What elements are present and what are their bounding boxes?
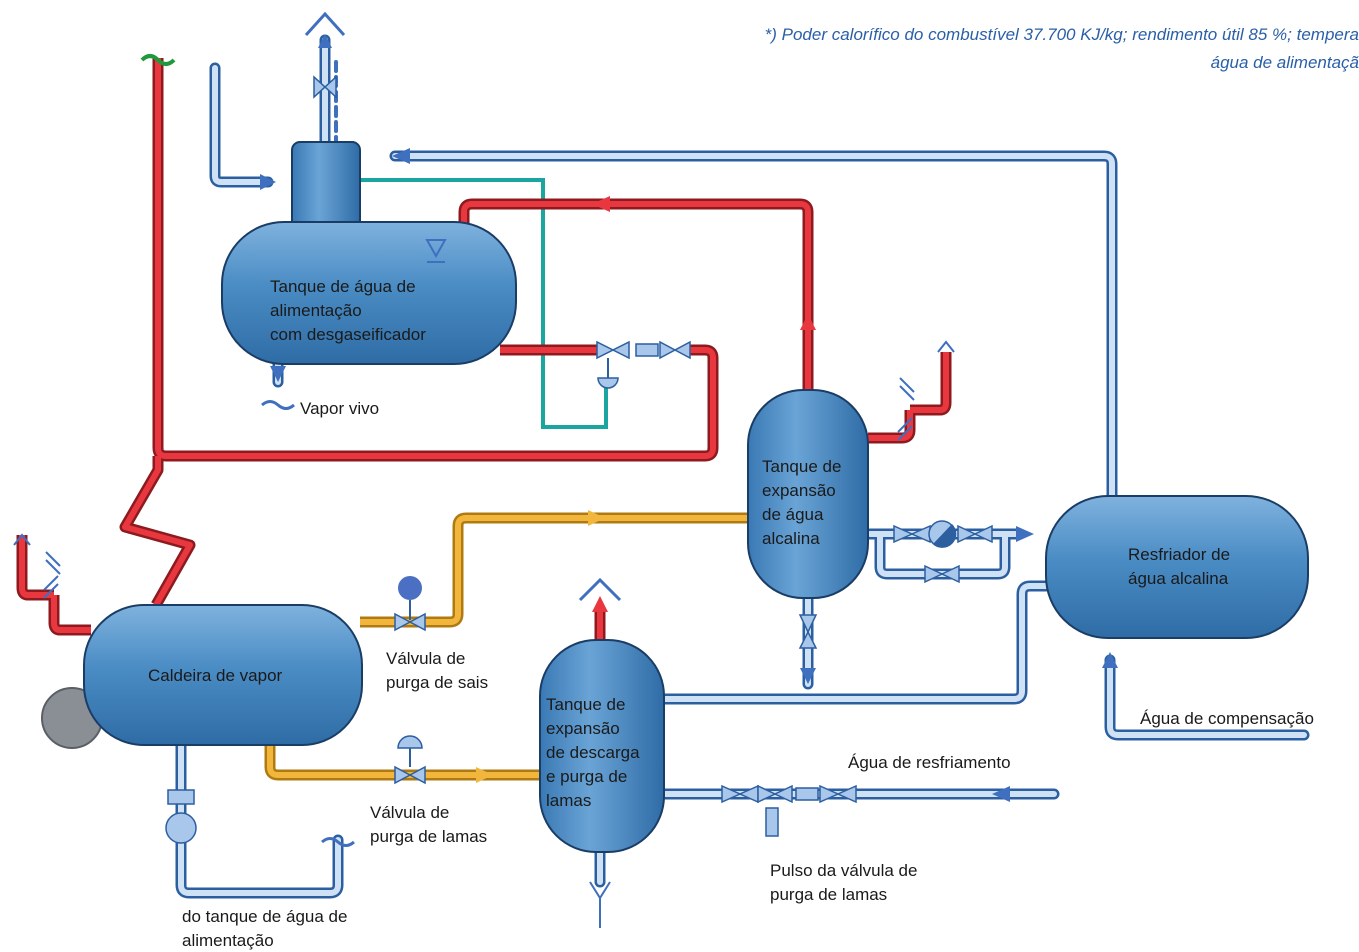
actuators [397, 358, 957, 767]
salt-valve-label-1: Válvula de [386, 649, 465, 668]
cooler-label-1: Resfriador de [1128, 545, 1230, 564]
sludge-valve-label-1: Válvula de [370, 803, 449, 822]
steam-boiler [41, 604, 363, 749]
from-feed-tank-label-1: do tanque de água de [182, 907, 347, 926]
control-line [360, 178, 608, 429]
pulse-valve-label-2: purga de lamas [770, 885, 887, 904]
blowdown-tank-label-2: expansão [546, 719, 620, 738]
feedwater-tank-label-3: com desgaseificador [270, 325, 426, 344]
boiler-label: Caldeira de vapor [148, 666, 283, 685]
cooler-label-2: água alcalina [1128, 569, 1229, 588]
from-feed-tank-label-2: alimentação [182, 931, 274, 950]
steam-pipes [16, 58, 952, 640]
salt-valve-label-2: purga de sais [386, 673, 488, 692]
makeup-water-label: Água de compensação [1140, 709, 1314, 728]
feedwater-tank-label-1: Tanque de água de [270, 277, 416, 296]
blowdown-pipes [264, 512, 752, 781]
note-line-1: *) Poder calorífico do combustível 37.70… [765, 25, 1359, 44]
expansion-alkaline-tank [747, 389, 869, 599]
note-line-2: água de alimentaçã [1211, 53, 1359, 72]
blowdown-tank [539, 639, 665, 853]
expansion-tank-label-4: alcalina [762, 529, 820, 548]
sludge-valve-label-2: purga de lamas [370, 827, 487, 846]
feedwater-tank-label-2: alimentação [270, 301, 362, 320]
pulse-valve-label-1: Pulso da válvula de [770, 861, 917, 880]
expansion-tank-label-2: expansão [762, 481, 836, 500]
flow-arrows [13, 11, 1118, 928]
feedwater-tank [221, 141, 517, 365]
blowdown-tank-label-4: e purga de [546, 767, 627, 786]
live-steam-label: Vapor vivo [300, 399, 379, 418]
alkaline-cooler [1045, 495, 1309, 639]
expansion-tank-label-3: de água [762, 505, 824, 524]
expansion-tank-label-1: Tanque de [762, 457, 841, 476]
cooling-water-label: Água de resfriamento [848, 753, 1011, 772]
blowdown-tank-label-3: de descarga [546, 743, 640, 762]
blowdown-tank-label-1: Tanque de [546, 695, 625, 714]
valves [165, 75, 993, 844]
blowdown-tank-label-5: lamas [546, 791, 591, 810]
